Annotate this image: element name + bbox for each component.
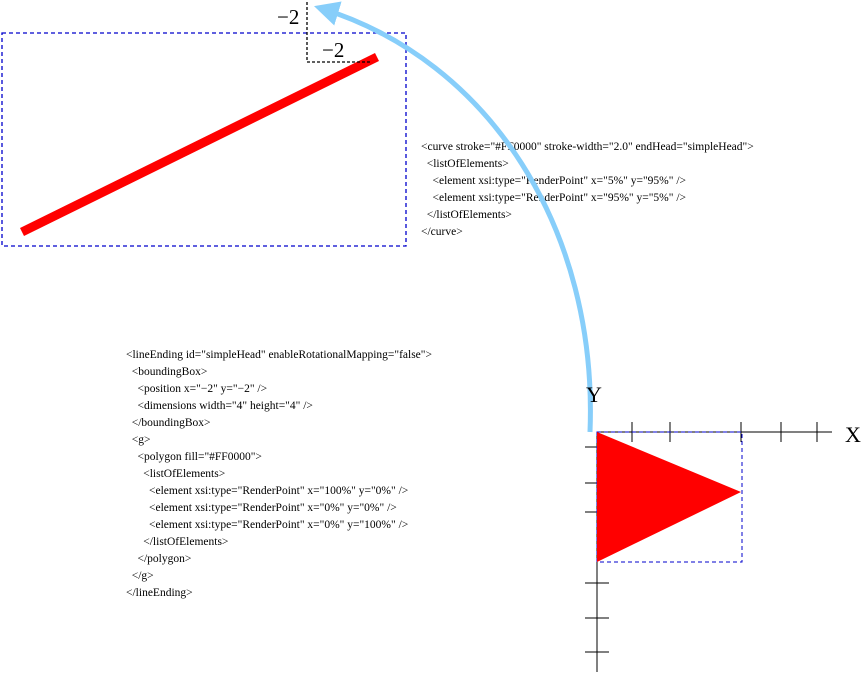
offset-indicator: [306, 2, 372, 63]
curve-xml-line: <element xsi:type="RenderPoint" x="95%" …: [421, 192, 686, 204]
lineending-xml-line: <dimensions width="4" height="4" />: [126, 400, 313, 412]
lineending-xml-line: </polygon>: [126, 553, 191, 565]
lineending-xml-line: </lineEnding>: [126, 587, 193, 599]
lineending-xml-line: <lineEnding id="simpleHead" enableRotati…: [126, 349, 432, 361]
offset-label-inner: −2: [322, 38, 344, 62]
curve-xml-line: </listOfElements>: [421, 209, 512, 221]
red-triangle-head: [597, 432, 741, 562]
lineending-xml-line: <position x="−2" y="−2" />: [126, 383, 267, 395]
lineending-xml-line: <element xsi:type="RenderPoint" x="100%"…: [126, 485, 408, 497]
offset-label-top: −2: [277, 5, 299, 29]
curve-xml-line: <listOfElements>: [421, 158, 509, 170]
x-axis-label: X: [845, 422, 861, 447]
curve-xml-code: <curve stroke="#FF0000" stroke-width="2.…: [421, 141, 754, 238]
mapping-arrow: [314, 1, 593, 433]
lineending-xml-line: <element xsi:type="RenderPoint" x="0%" y…: [126, 502, 397, 514]
curve-xml-line: </curve>: [421, 226, 463, 238]
lineending-xml-line: <polygon fill="#FF0000">: [126, 451, 262, 463]
curve-xml-line: <element xsi:type="RenderPoint" x="5%" y…: [421, 175, 686, 187]
y-axis-label: Y: [586, 382, 602, 407]
lineending-xml-line: </listOfElements>: [126, 536, 228, 548]
lineending-xml-line: </g>: [126, 570, 154, 582]
lineending-xml-line: <boundingBox>: [126, 366, 207, 378]
lineending-xml-line: <element xsi:type="RenderPoint" x="0%" y…: [126, 519, 408, 531]
curve-bounding-box: [1, 32, 407, 247]
lineending-xml-line: </boundingBox>: [126, 417, 211, 429]
lineending-xml-code: <lineEnding id="simpleHead" enableRotati…: [126, 349, 432, 599]
curve-xml-line: <curve stroke="#FF0000" stroke-width="2.…: [421, 141, 754, 153]
curve-red-line: [20, 52, 379, 237]
lineending-xml-line: <g>: [126, 434, 150, 446]
lineending-xml-line: <listOfElements>: [126, 468, 225, 480]
